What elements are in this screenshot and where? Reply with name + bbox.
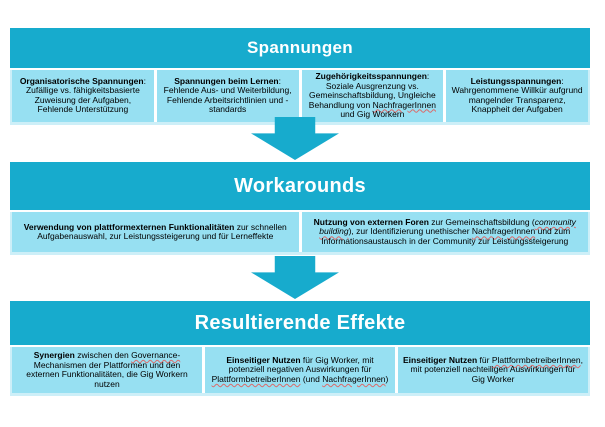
section-title: Resultierende Effekte [194, 311, 406, 334]
cell-externe-foren: Nutzung von externen Foren zur Gemeinsch… [301, 212, 588, 252]
section-title: Spannungen [247, 38, 353, 57]
cell-zugehoerigkeitsspannungen: Zugehörigkeitsspannungen: Soziale Ausgre… [301, 70, 444, 122]
down-arrow-icon [251, 256, 339, 299]
section-spannungen-header: Spannungen [10, 28, 590, 68]
cell-spannungen-beim-lernen: Spannungen beim Lernen: Fehlende Aus- un… [156, 70, 299, 122]
section-resultierende-effekte-header: Resultierende Effekte [10, 301, 590, 345]
cell-einseitiger-nutzen-gig-worker: Einseitiger Nutzen für Gig Worker, mit p… [205, 347, 395, 393]
cell-plattformexterne-funktionalitaeten: Verwendung von plattformexternen Funktio… [12, 212, 299, 252]
section-resultierende-effekte: Resultierende Effekte Synergien zwischen… [10, 301, 590, 396]
cell-synergien: Synergien zwischen den Governance-Mechan… [12, 347, 202, 393]
workarounds-row: Verwendung von plattformexternen Funktio… [10, 212, 590, 255]
cell-organisatorische-spannungen: Organisatorische Spannungen: Zufällige v… [12, 70, 154, 122]
section-spannungen: Spannungen Organisatorische Spannungen: … [10, 28, 590, 125]
spannungen-row: Organisatorische Spannungen: Zufällige v… [10, 70, 590, 125]
section-workarounds-header: Workarounds [10, 162, 590, 210]
cell-leistungsspannungen: Leistungsspannungen: Wahrgenommene Willk… [446, 70, 588, 122]
effekte-row: Synergien zwischen den Governance-Mechan… [10, 347, 590, 396]
section-workarounds: Workarounds Verwendung von plattformexte… [10, 162, 590, 255]
cell-einseitiger-nutzen-plattformbetreiber: Einseitiger Nutzen für Plattformbetreibe… [398, 347, 588, 393]
section-title: Workarounds [234, 174, 366, 197]
